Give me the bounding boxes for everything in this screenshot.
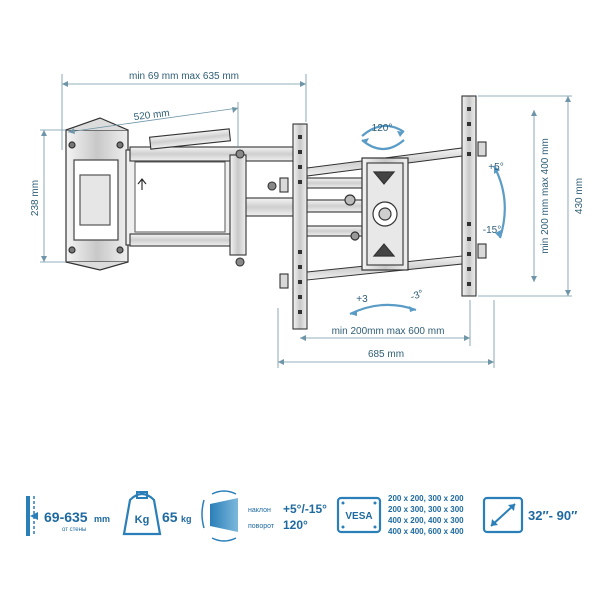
weight-icon — [122, 491, 162, 536]
vesa-badge: VESA — [345, 511, 372, 522]
weight-badge: Kg — [135, 514, 150, 526]
vesa-line: 200 x 200, 300 x 200 — [388, 494, 464, 503]
depth-value: 69-635 — [44, 509, 88, 525]
rotation-arrowheads — [350, 131, 501, 316]
tilt-screen-icon — [201, 490, 238, 542]
tv-rail-left — [279, 123, 308, 330]
height-430-label: 430 mm — [574, 178, 585, 214]
height-238-label: 238 mm — [30, 180, 41, 216]
spec-tilt-swivel: наклон +5°/-15° поворот 120° — [201, 490, 327, 542]
swivel-label: поворот — [248, 523, 275, 530]
width-520-label: 520 mm — [133, 108, 170, 123]
spec-depth: 69-635 mm от стены — [26, 496, 110, 536]
depth-range-label: min 69 mm max 635 mm — [129, 71, 239, 82]
load-value: 65 — [162, 509, 178, 525]
spec-vesa: VESA 200 x 200, 300 x 200 200 x 300, 300… — [336, 494, 464, 536]
arm-bracket — [125, 128, 369, 267]
screen-size-icon — [482, 496, 524, 534]
rotate-plus-label: +3 — [356, 294, 368, 305]
vesa-line: 200 x 300, 300 x 300 — [388, 505, 464, 514]
rotate-minus-label: -3° — [409, 288, 425, 303]
screen-size-value: 32″- 90″ — [528, 508, 577, 523]
spec-screen: 32″- 90″ — [482, 496, 577, 534]
vesa-horizontal-label: min 200mm max 600 mm — [332, 326, 445, 337]
wall-plate — [65, 117, 129, 271]
tilt-plate — [344, 157, 409, 271]
tilt-label: наклон — [248, 507, 271, 514]
spec-load: Kg 65 kg — [122, 491, 192, 536]
wall-depth-icon — [26, 496, 38, 536]
depth-caption: от стены — [62, 527, 86, 533]
tilt-down-label: -15° — [483, 225, 501, 236]
tilt-value: +5°/-15° — [283, 502, 327, 516]
vesa-vertical-label: min 200 mm max 400 mm — [540, 138, 551, 254]
dimension-lines — [40, 74, 572, 368]
vesa-line: 400 x 400, 600 x 400 — [388, 527, 464, 536]
tv-rail-right — [461, 95, 487, 297]
tilt-up-label: +5° — [488, 162, 503, 173]
width-685-label: 685 mm — [368, 349, 404, 360]
vesa-icon — [336, 496, 382, 534]
vesa-line: 400 x 200, 400 x 300 — [388, 516, 464, 525]
swivel-angle-label: 120° — [372, 123, 393, 134]
swivel-value: 120° — [283, 518, 308, 532]
depth-unit: mm — [94, 514, 110, 524]
load-unit: kg — [181, 514, 192, 524]
